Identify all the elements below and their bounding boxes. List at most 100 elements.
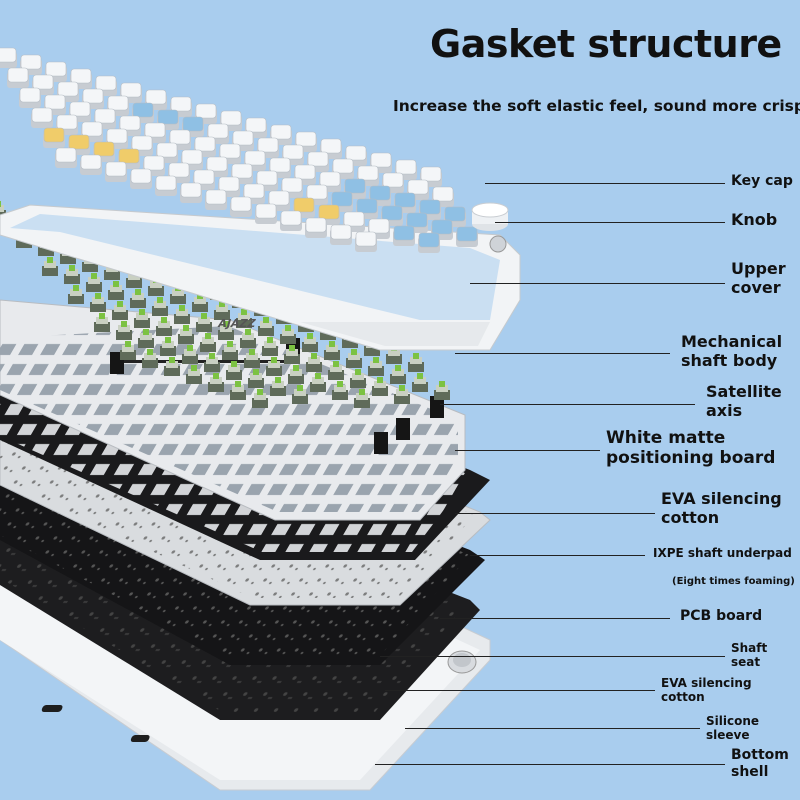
keycap [393, 225, 415, 246]
keycap [156, 142, 178, 163]
switch [86, 273, 102, 292]
switch [248, 369, 264, 388]
switch [134, 309, 150, 328]
keycap [355, 231, 377, 252]
leader-eva2 [385, 690, 655, 691]
keycap [305, 217, 327, 238]
keycap [456, 226, 478, 247]
switch [222, 341, 238, 360]
switch [258, 317, 274, 336]
keycap [19, 87, 41, 108]
keycap [31, 107, 53, 128]
leader-sil [405, 728, 700, 729]
switch [160, 337, 176, 356]
switch [262, 337, 278, 356]
switch [208, 373, 224, 392]
keycap [0, 47, 17, 68]
switch [42, 257, 58, 276]
keycap [255, 203, 277, 224]
keycap [205, 189, 227, 210]
keycap [180, 182, 202, 203]
switch [138, 329, 154, 348]
switch [182, 345, 198, 364]
leader-seat [380, 656, 725, 657]
label-pcb-board: PCB board [680, 608, 763, 624]
switch [156, 317, 172, 336]
switch [280, 325, 296, 344]
keycap-group [0, 47, 478, 253]
switch [240, 329, 256, 348]
label-ixpe-note: (Eight times foaming) [672, 576, 795, 587]
keycap [332, 158, 354, 179]
leader-sat [440, 404, 695, 405]
switch [266, 357, 282, 376]
knob [471, 202, 509, 231]
switch [292, 385, 308, 404]
switch [302, 333, 318, 352]
switch [90, 293, 106, 312]
keycap [70, 68, 92, 89]
switch [310, 373, 326, 392]
keycap [130, 168, 152, 189]
switch [236, 309, 252, 328]
keycap [80, 154, 102, 175]
switch [408, 353, 424, 372]
keycap [330, 224, 352, 245]
switch [350, 369, 366, 388]
switch [226, 361, 242, 380]
label-key-cap: Key cap [731, 173, 793, 189]
switch [164, 357, 180, 376]
switch [68, 285, 84, 304]
switch [332, 381, 348, 400]
switch [174, 305, 190, 324]
leader-mech [455, 353, 670, 354]
switch [218, 321, 234, 340]
leader-bottom [375, 764, 725, 765]
keycap [93, 141, 115, 162]
switch [196, 313, 212, 332]
keycap [157, 109, 179, 130]
switch [354, 389, 370, 408]
diagram-subtitle: Increase the soft elastic feel, sound mo… [393, 97, 800, 115]
switch [186, 365, 202, 384]
keycap [230, 196, 252, 217]
switch [214, 301, 230, 320]
keycap [280, 210, 302, 231]
switch [394, 385, 410, 404]
switch [64, 265, 80, 284]
leader-pcb [440, 618, 670, 619]
switch [108, 281, 124, 300]
switch [368, 357, 384, 376]
switch [152, 297, 168, 316]
keycap [418, 232, 440, 253]
keycap [7, 67, 29, 88]
switch [390, 365, 406, 384]
label-ixpe-shaft-underpad: IXPE shaft underpad [653, 546, 792, 560]
leader-ixpe [470, 555, 645, 556]
switch [120, 341, 136, 360]
leader-key-cap [485, 183, 725, 184]
label-knob: Knob [731, 210, 778, 229]
switch [284, 345, 300, 364]
keycap [43, 127, 65, 148]
switch [324, 341, 340, 360]
switch [230, 381, 246, 400]
keycap [155, 175, 177, 196]
upper-cover-layer: AJAZZ [0, 204, 521, 351]
brand-logo-text: AJAZZ [217, 317, 257, 330]
keycap [407, 179, 429, 200]
switch [116, 321, 132, 340]
switch [252, 389, 268, 408]
leader-knob [495, 222, 725, 223]
switch [130, 289, 146, 308]
switch [94, 313, 110, 332]
keycap [369, 185, 391, 206]
